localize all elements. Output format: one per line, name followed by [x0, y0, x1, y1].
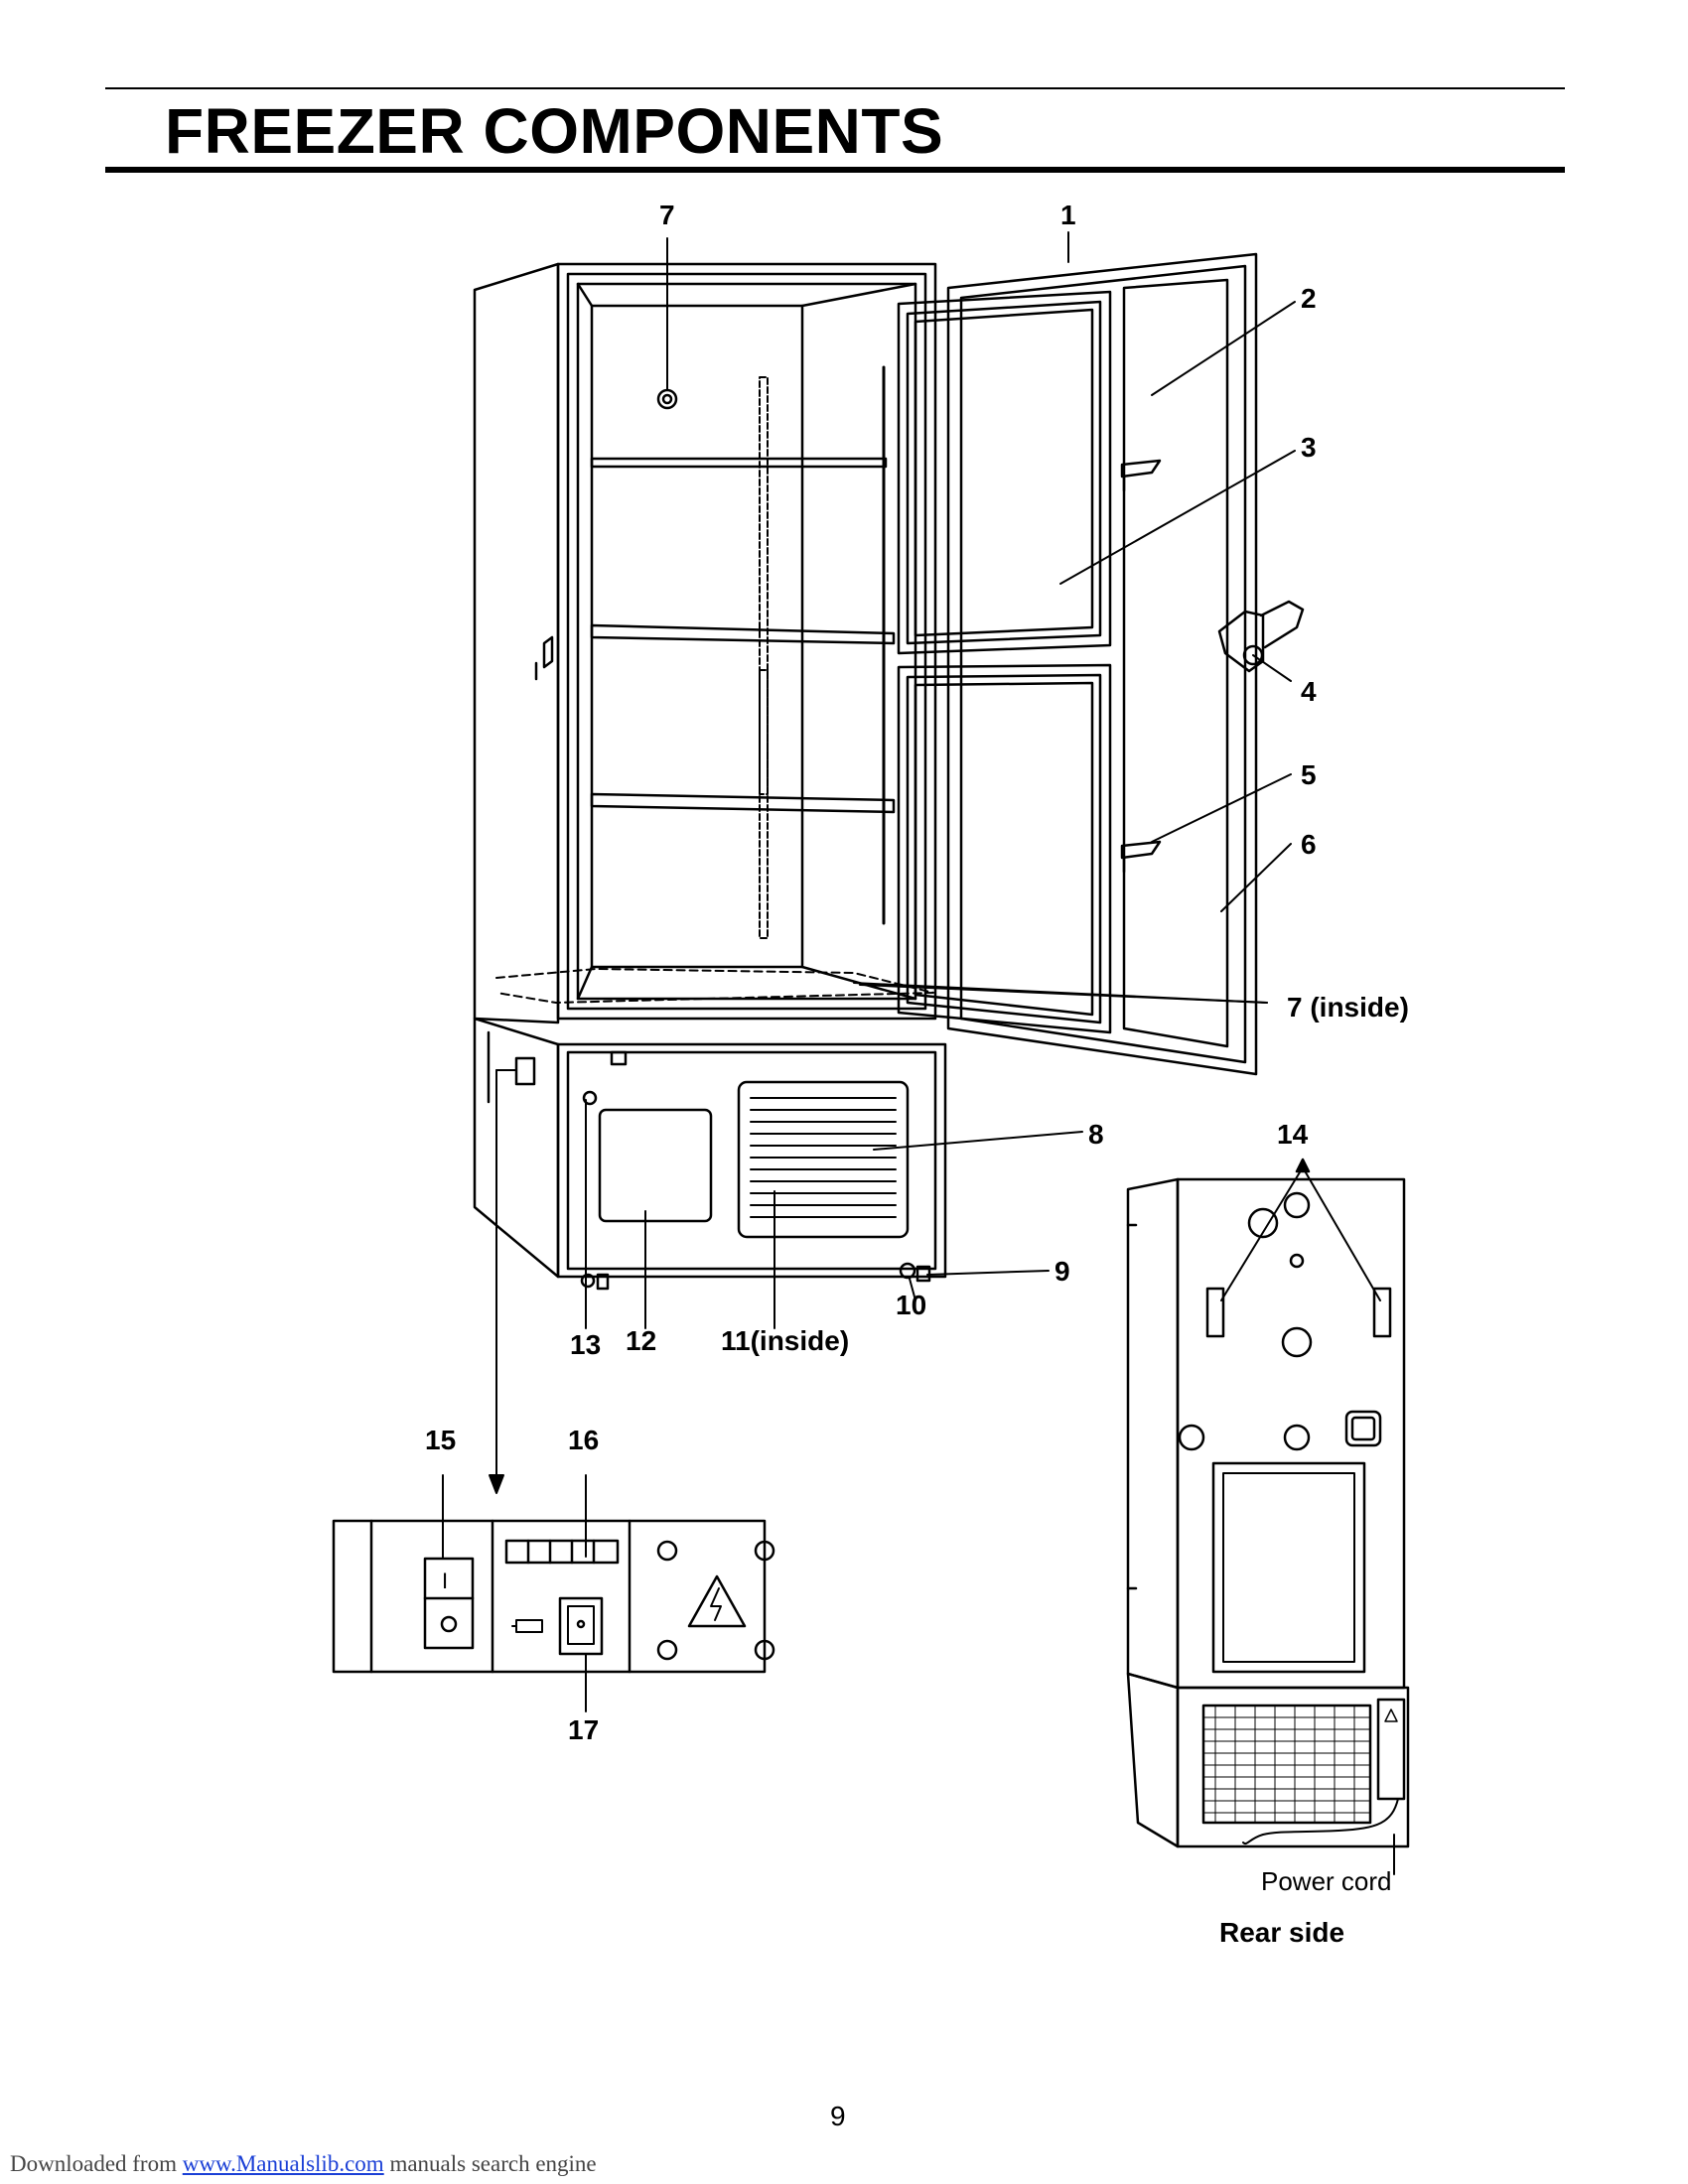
page-number: 9 — [830, 2101, 846, 2131]
callout-labels: 7 1 2 3 4 5 6 7 (inside) 8 9 10 11(insid… — [425, 200, 1409, 1948]
label-7-inside: 7 (inside) — [1287, 992, 1409, 1023]
page-title: FREEZER COMPONENTS — [165, 95, 944, 167]
label-7: 7 — [659, 200, 675, 230]
header-rule-top — [105, 87, 1565, 89]
footer-prefix: Downloaded from — [10, 2151, 183, 2176]
label-17: 17 — [568, 1714, 599, 1745]
label-16: 16 — [568, 1425, 599, 1455]
label-10: 10 — [896, 1290, 926, 1320]
cabinet-body — [473, 262, 937, 1024]
label-11-inside: 11(inside) — [721, 1325, 849, 1356]
download-footer: Downloaded from www.Manualslib.com manua… — [10, 2150, 597, 2178]
caption-rear-side: Rear side — [1219, 1917, 1344, 1948]
switch-on-mark: I — [442, 1569, 448, 1593]
label-9: 9 — [1055, 1256, 1070, 1287]
label-power-cord: Power cord — [1261, 1866, 1392, 1896]
label-13: 13 — [570, 1329, 601, 1360]
machine-compartment — [473, 1017, 947, 1291]
rear-view — [1126, 1158, 1410, 1875]
label-3: 3 — [1301, 432, 1317, 463]
label-6: 6 — [1301, 829, 1317, 860]
control-panel — [332, 1474, 775, 1712]
label-1: 1 — [1060, 200, 1076, 230]
label-8: 8 — [1088, 1119, 1104, 1150]
label-5: 5 — [1301, 759, 1317, 790]
manualslib-link[interactable]: www.Manualslib.com — [182, 2151, 384, 2176]
label-4: 4 — [1301, 676, 1317, 707]
header-rule-bottom — [105, 167, 1565, 173]
label-15: 15 — [425, 1425, 456, 1455]
label-2: 2 — [1301, 283, 1317, 314]
leader-lines — [489, 231, 1296, 1494]
label-14: 14 — [1277, 1119, 1309, 1150]
footer-suffix: manuals search engine — [383, 2151, 597, 2176]
label-12: 12 — [626, 1325, 656, 1356]
outer-door — [897, 252, 1305, 1076]
